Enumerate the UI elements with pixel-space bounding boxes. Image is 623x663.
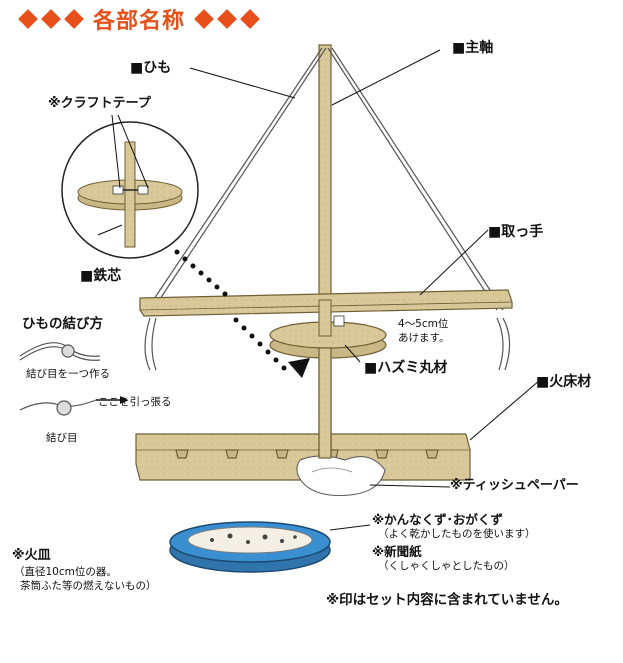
diamond-icon [41,9,61,29]
label-newspaper-sub: （くしゃくしゃとしたもの） [378,560,515,572]
core-inset [61,121,199,259]
title-text: 各部名称 [93,9,186,34]
label-handle: ■取っ手 [488,224,544,240]
knot-pull: ここを引っ張る [98,396,172,408]
knot-step2: 結び目 [46,432,78,444]
illustration [19,44,541,573]
fire-dish [169,521,331,573]
hearth-board [135,433,471,481]
diamond-icon [18,9,38,29]
label-shavings-sub: （よく乾かしたものを使います） [378,528,536,540]
label-newspaper: ※新聞紙 [372,544,422,559]
label-string: ■ひも [130,60,172,76]
knot-step1: 結び目を一つ作る [26,368,110,380]
rotation-arrow [174,249,310,378]
diamond-icon [64,9,84,29]
fire-drill-diagram: 各部名称 [12,4,592,608]
diamond-icon [194,9,214,29]
label-shavings: ※かんなくず･おがくず [372,512,503,527]
label-fire-dish: ※火皿 [12,548,51,563]
page-title: 各部名称 [18,4,260,34]
hole-note-1: 4～5cm位 [398,318,449,330]
label-fire-dish-sub2: 茶筒ふた等の燃えないもの） [20,580,157,592]
label-main-shaft: ■主軸 [452,40,494,56]
label-hearth-board: ■火床材 [536,374,592,390]
label-fire-dish-sub1: （直径10cm位の器。 [14,566,117,578]
knot-title: ひもの結び方 [22,316,103,332]
string [144,47,511,371]
footnote: ※印はセット内容に含まれていません。 [326,592,568,608]
tissue-paper [296,455,386,496]
label-craft-tape: ※クラフトテープ [48,96,151,111]
knot-diagram [19,342,128,416]
diamond-icon [217,9,237,29]
hole-note-2: あけます。 [398,332,450,344]
diamond-icon [240,9,260,29]
label-iron-core: ■鉄芯 [80,268,122,284]
label-tissue: ※ティッシュペーパー [450,478,579,493]
label-flywheel: ■ハズミ丸材 [364,360,448,376]
leader-lines [97,49,541,531]
